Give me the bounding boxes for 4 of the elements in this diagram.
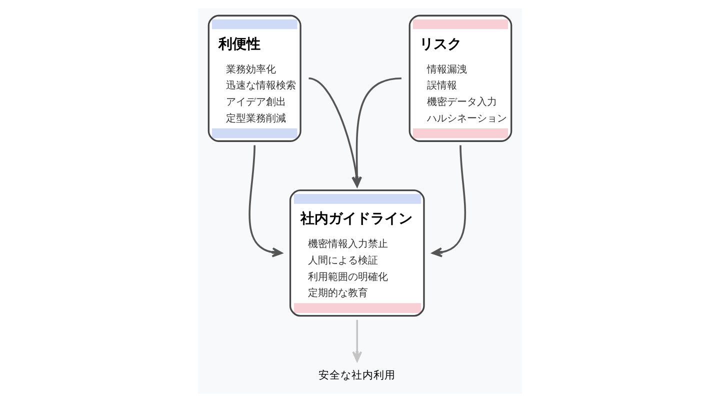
- arrow: [248, 145, 283, 258]
- arrow: [432, 145, 466, 258]
- arrow: [352, 320, 362, 362]
- node-text: 安全な社内利用: [318, 368, 396, 382]
